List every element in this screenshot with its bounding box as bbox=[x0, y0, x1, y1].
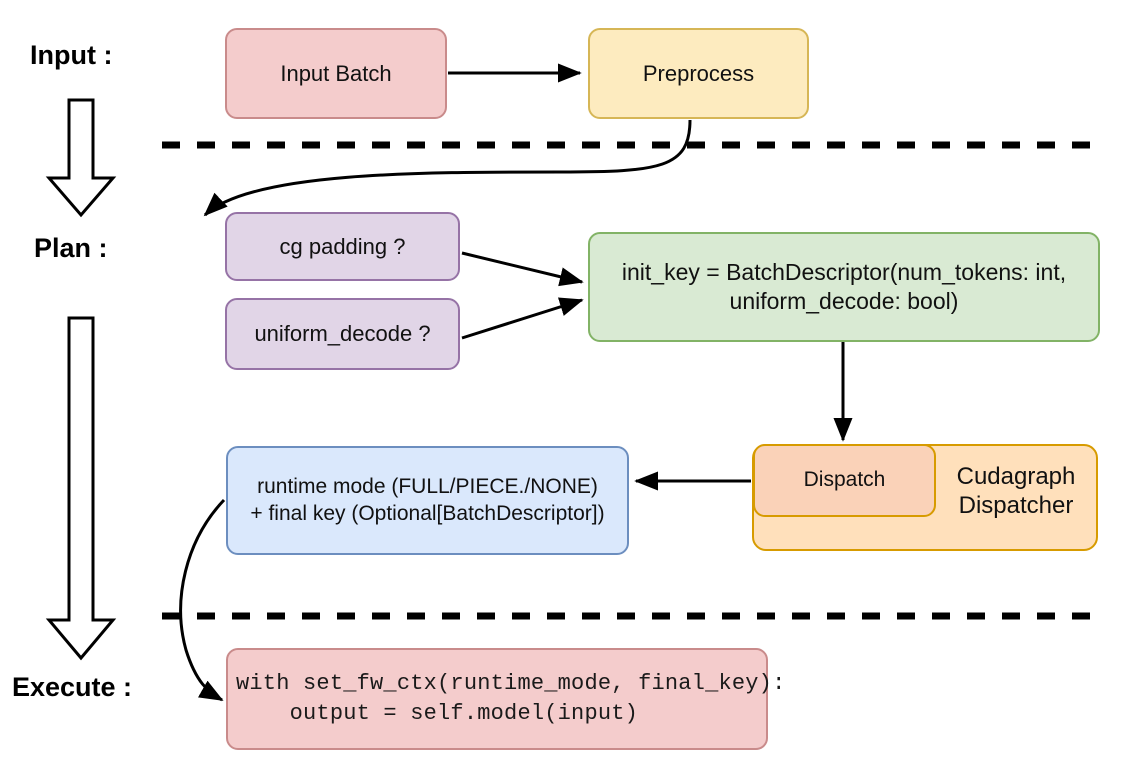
stage-label-input: Input : bbox=[30, 40, 113, 70]
node-cg-padding-label: cg padding ? bbox=[279, 233, 406, 259]
node-execute-code[interactable]: with set_fw_ctx(runtime_mode, final_key)… bbox=[226, 648, 785, 750]
node-preprocess[interactable]: Preprocess bbox=[588, 28, 809, 119]
node-input-batch[interactable]: Input Batch bbox=[225, 28, 447, 119]
edge-uniform-decode-to-init-key bbox=[461, 297, 584, 340]
node-cudagraph-dispatcher-label: Cudagraph Dispatcher bbox=[956, 463, 1076, 519]
input-to-plan-block-arrow bbox=[45, 98, 117, 218]
node-uniform-decode[interactable]: uniform_decode ? bbox=[225, 298, 460, 370]
stage-label-plan: Plan : bbox=[34, 233, 108, 263]
node-runtime-mode[interactable]: runtime mode (FULL/PIECE./NONE) + final … bbox=[226, 446, 629, 555]
edge-preprocess-to-cg-padding bbox=[203, 119, 692, 217]
edge-cg-padding-to-init-key bbox=[461, 251, 584, 287]
node-preprocess-label: Preprocess bbox=[642, 60, 755, 86]
node-runtime-mode-label: runtime mode (FULL/PIECE./NONE) + final … bbox=[250, 475, 605, 525]
node-init-key-label: init_key = BatchDescriptor(num_tokens: i… bbox=[621, 259, 1067, 314]
node-dispatch-label: Dispatch bbox=[803, 468, 886, 492]
node-uniform-decode-label: uniform_decode ? bbox=[254, 321, 431, 347]
plan-to-execute-block-arrow bbox=[45, 316, 117, 661]
node-cg-padding[interactable]: cg padding ? bbox=[225, 212, 460, 281]
edge-runtime-mode-to-execute-code bbox=[179, 498, 226, 702]
node-input-batch-label: Input Batch bbox=[280, 60, 392, 86]
stage-label-execute: Execute : bbox=[12, 672, 133, 702]
node-init-key[interactable]: init_key = BatchDescriptor(num_tokens: i… bbox=[588, 232, 1100, 342]
node-execute-code-label: with set_fw_ctx(runtime_mode, final_key)… bbox=[236, 671, 786, 726]
node-dispatch[interactable]: Dispatch bbox=[753, 444, 936, 517]
